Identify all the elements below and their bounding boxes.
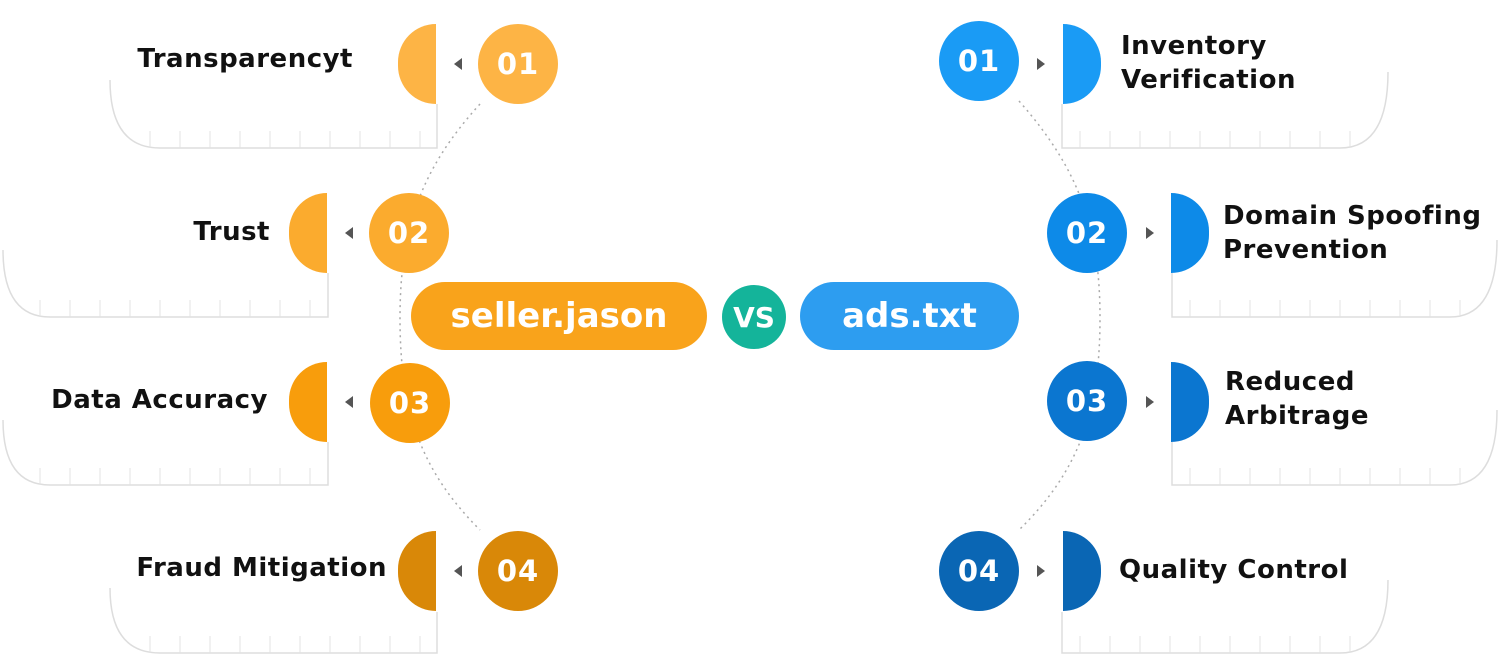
left-card-ticks-3 <box>39 468 311 485</box>
right-item-1-number-badge: 01 <box>939 21 1019 101</box>
left-card-ticks-2 <box>39 300 311 317</box>
vs-badge: VS <box>722 285 786 349</box>
left-item-2-label: Trust <box>193 217 270 247</box>
right-item-2-label: Domain Spoofing Prevention <box>1223 201 1482 265</box>
left-card-outline-3 <box>2 419 329 486</box>
left-card-outline-2 <box>2 249 329 318</box>
left-item-2-number-badge: 02 <box>369 193 449 273</box>
right-card-ticks-4 <box>1079 636 1351 653</box>
right-card-outline-2 <box>1171 239 1498 318</box>
left-item-1-label: Transparencyt <box>137 44 353 74</box>
right-card-ticks-3 <box>1189 468 1461 485</box>
right-connector-arc <box>1018 100 1101 531</box>
right-card-ticks-1 <box>1079 131 1351 148</box>
right-card-outline-4 <box>1061 579 1389 654</box>
caret-left-icon <box>345 227 353 239</box>
caret-left-icon <box>345 396 353 408</box>
seller-json-pill: seller.jason <box>411 282 707 350</box>
right-item-3-number-badge: 03 <box>1047 361 1127 441</box>
caret-right-icon <box>1146 227 1154 239</box>
right-item-3-label: Reduced Arbitrage <box>1225 367 1370 431</box>
right-item-2-number-badge: 02 <box>1047 193 1127 273</box>
left-item-4-label: Fraud Mitigation <box>136 553 387 583</box>
left-card-ticks-4 <box>149 636 421 653</box>
left-card-ticks-1 <box>149 131 421 148</box>
right-item-4-number-badge: 04 <box>939 531 1019 611</box>
caret-right-icon <box>1037 58 1045 70</box>
right-item-4-label: Quality Control <box>1119 555 1349 585</box>
caret-right-icon <box>1146 396 1154 408</box>
caret-right-icon <box>1037 565 1045 577</box>
caret-left-icon <box>454 58 462 70</box>
left-card-outline-1 <box>109 79 438 149</box>
left-connector-arc <box>399 103 481 531</box>
caret-left-icon <box>454 565 462 577</box>
right-card-outline-1 <box>1061 71 1389 149</box>
left-item-3-label: Data Accuracy <box>51 385 268 415</box>
left-card-outline-4 <box>109 587 438 654</box>
ads-txt-pill: ads.txt <box>800 282 1019 350</box>
right-card-outline-3 <box>1171 409 1498 486</box>
left-item-1-number-badge: 01 <box>478 24 558 104</box>
left-item-3-number-badge: 03 <box>370 363 450 443</box>
right-item-1-label: Inventory Verification <box>1121 31 1296 95</box>
left-item-4-number-badge: 04 <box>478 531 558 611</box>
right-card-ticks-2 <box>1189 300 1461 317</box>
